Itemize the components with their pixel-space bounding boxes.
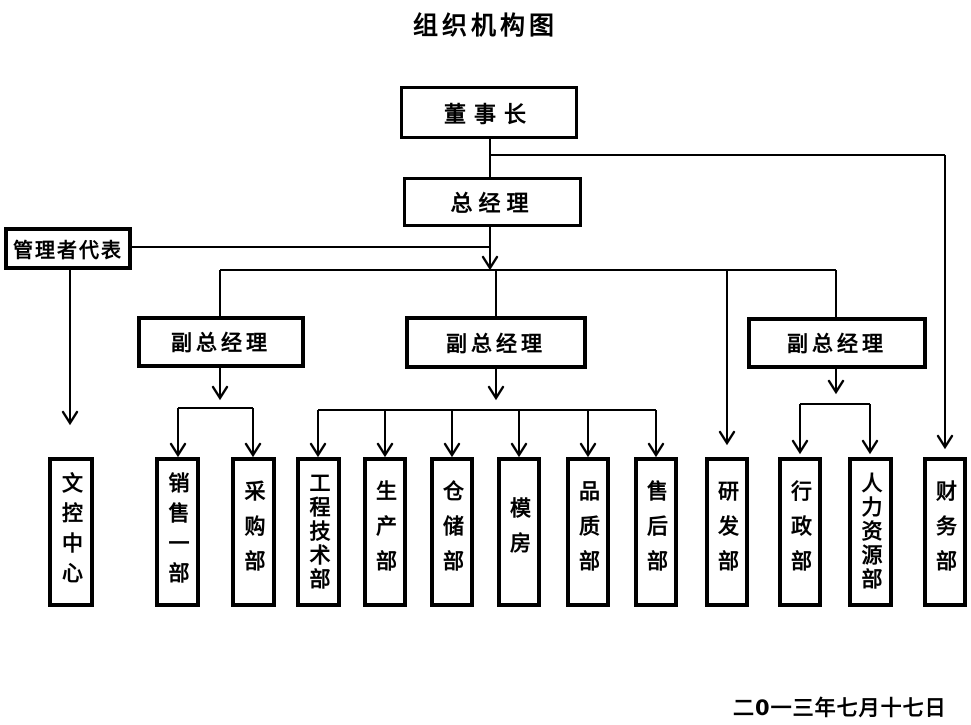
- arrowhead-rep: [61, 410, 79, 426]
- arrowhead-vice3: [827, 379, 845, 395]
- dept-quality: 品质部: [566, 457, 610, 607]
- dept-doc-control: 文控中心: [48, 457, 94, 607]
- arrowhead-engineering: [309, 442, 327, 458]
- node-vice-gm-1: 副总经理: [137, 316, 305, 368]
- dept-production: 生产部: [363, 457, 407, 607]
- dept-rd-label: 研发部: [715, 479, 740, 585]
- node-general-manager-label: 总经理: [450, 192, 535, 217]
- node-vice-gm-3-label: 副总经理: [787, 332, 887, 356]
- dept-doc-control-label: 文控中心: [59, 472, 84, 592]
- arrowhead-warehouse: [443, 442, 461, 458]
- dept-hr-label: 人力资源部: [859, 472, 883, 592]
- dept-admin-label: 行政部: [788, 479, 813, 585]
- page-title: 组织机构图: [412, 11, 558, 40]
- arrowhead-quality: [579, 442, 597, 458]
- node-chairman: 董事长: [400, 86, 578, 139]
- node-vice-gm-3: 副总经理: [747, 317, 927, 369]
- node-vice-gm-2-label: 副总经理: [446, 331, 546, 356]
- dept-after-sales: 售后部: [634, 457, 678, 607]
- node-vice-gm-2: 副总经理: [405, 316, 587, 369]
- dept-engineering-tech-label: 工程技术部: [307, 472, 331, 592]
- dept-mold-room-label: 模房: [507, 497, 532, 567]
- node-general-manager: 总经理: [403, 177, 582, 227]
- dept-rd: 研发部: [705, 457, 749, 607]
- node-management-rep: 管理者代表: [4, 227, 132, 270]
- dept-sales-1-label: 销售一部: [166, 472, 190, 592]
- node-chairman-label: 董事长: [443, 102, 534, 128]
- arrowhead-production: [376, 442, 394, 458]
- dept-after-sales-label: 售后部: [644, 479, 669, 585]
- chart-date: 二0一三年七月十七日: [733, 696, 947, 720]
- arrowhead-hr: [861, 439, 879, 455]
- arrowhead-vice2: [487, 385, 505, 401]
- dept-sales-1: 销售一部: [155, 457, 200, 607]
- arrowhead-mold: [510, 442, 528, 458]
- dept-production-label: 生产部: [373, 479, 398, 585]
- arrowhead-purchasing: [244, 442, 262, 458]
- dept-admin: 行政部: [778, 457, 822, 607]
- arrowhead-gm-to-dist: [481, 255, 499, 271]
- dept-purchasing-label: 采购部: [242, 479, 266, 585]
- dept-quality-label: 品质部: [576, 479, 601, 585]
- arrowhead-vice1: [211, 385, 229, 401]
- arrowhead-aftersales: [647, 442, 665, 458]
- dept-mold-room: 模房: [497, 457, 541, 607]
- arrowhead-sales: [169, 442, 187, 458]
- dept-finance-label: 财务部: [933, 479, 958, 585]
- arrowhead-rd: [718, 430, 736, 446]
- dept-warehouse: 仓储部: [430, 457, 474, 607]
- dept-warehouse-label: 仓储部: [440, 479, 465, 585]
- node-vice-gm-1-label: 副总经理: [171, 331, 271, 355]
- dept-finance: 财务部: [923, 457, 967, 607]
- node-management-rep-label: 管理者代表: [13, 238, 123, 262]
- arrowhead-finance: [936, 434, 954, 450]
- dept-purchasing: 采购部: [231, 457, 276, 607]
- dept-hr: 人力资源部: [848, 457, 893, 607]
- dept-engineering-tech: 工程技术部: [296, 457, 341, 607]
- arrowhead-admin: [791, 439, 809, 455]
